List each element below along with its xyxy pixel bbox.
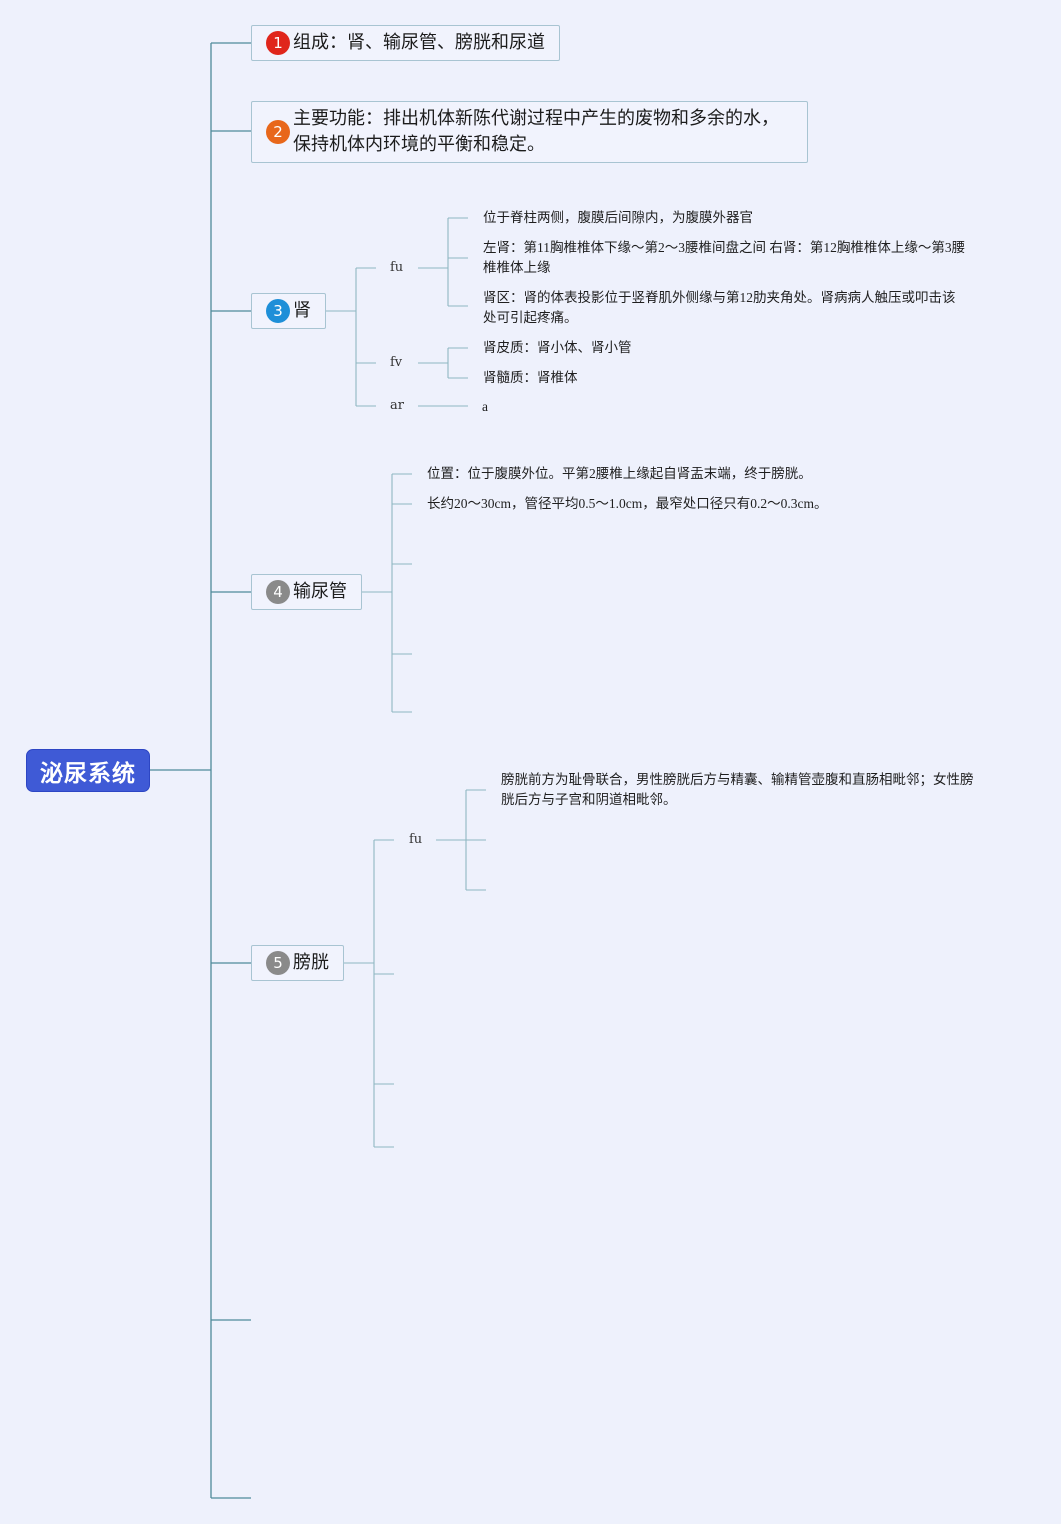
kidney-fu-item[interactable]: 左肾：第11胸椎椎体下缘～第2～3腰椎间盘之间 右肾：第12胸椎椎体上缘～第3腰… — [483, 238, 965, 278]
number-badge-1-icon: 1 — [266, 31, 290, 55]
number-badge-4-icon: 4 — [266, 580, 290, 604]
kidney-fu-item-line: 处可引起疼痛。 — [483, 310, 578, 325]
kidney-fu-item[interactable]: 位于脊柱两侧，腹膜后间隙内，为腹膜外器官 — [483, 210, 753, 225]
topic-ureter-label: 输尿管 — [293, 581, 347, 602]
kidney-fv-item[interactable]: 肾皮质：肾小体、肾小管 — [483, 340, 632, 355]
ureter-item[interactable]: 长约20～30cm，管径平均0.5～1.0cm，最窄处口径只有0.2～0.3cm… — [427, 496, 828, 511]
topic-ureter[interactable]: 4 输尿管 — [251, 574, 362, 610]
topic-composition-label: 组成：肾、输尿管、膀胱和尿道 — [293, 32, 545, 53]
topic-kidney[interactable]: 3 肾 — [251, 293, 326, 329]
topic-function-line1: 主要功能：排出机体新陈代谢过程中产生的废物和多余的水， — [293, 108, 779, 129]
number-badge-5-icon: 5 — [266, 951, 290, 975]
topic-composition[interactable]: 1 组成：肾、输尿管、膀胱和尿道 — [251, 25, 560, 61]
topic-bladder-label: 膀胱 — [293, 952, 329, 973]
bladder-fu-item-line: 膀胱前方为耻骨联合，男性膀胱后方与精囊、输精管壶腹和直肠相毗邻；女性膀 — [501, 772, 974, 787]
number-badge-3-icon: 3 — [266, 299, 290, 323]
bladder-fu-item-line: 胱后方与子宫和阴道相毗邻。 — [501, 792, 677, 807]
kidney-subtopic-ar[interactable]: ar — [390, 398, 404, 413]
topic-kidney-label: 肾 — [293, 300, 311, 321]
root-label: 泌尿系统 — [40, 760, 136, 787]
kidney-subtopic-fu[interactable]: fu — [390, 260, 404, 275]
bladder-fu-item[interactable]: 膀胱前方为耻骨联合，男性膀胱后方与精囊、输精管壶腹和直肠相毗邻；女性膀 胱后方与… — [501, 770, 974, 810]
bladder-subtopic-fu[interactable]: fu — [409, 832, 423, 847]
kidney-fu-item[interactable]: 肾区：肾的体表投影位于竖脊肌外侧缘与第12肋夹角处。肾病病人触压或叩击该 处可引… — [483, 288, 956, 328]
kidney-fu-item-line: 左肾：第11胸椎椎体下缘～第2～3腰椎间盘之间 右肾：第12胸椎椎体上缘～第3腰 — [483, 240, 966, 255]
topic-function-line2: 保持机体内环境的平衡和稳定。 — [293, 134, 545, 155]
kidney-fu-item-line: 肾区：肾的体表投影位于竖脊肌外侧缘与第12肋夹角处。肾病病人触压或叩击该 — [483, 290, 956, 305]
kidney-fv-item[interactable]: 肾髓质：肾椎体 — [483, 370, 578, 385]
kidney-fu-item-line: 椎椎体上缘 — [483, 260, 551, 275]
topic-function-label: 主要功能：排出机体新陈代谢过程中产生的废物和多余的水， 保持机体内环境的平衡和稳… — [293, 106, 779, 158]
root-topic[interactable]: 泌尿系统 — [26, 749, 150, 792]
topic-bladder[interactable]: 5 膀胱 — [251, 945, 344, 981]
kidney-subtopic-fv[interactable]: fv — [390, 355, 403, 370]
number-badge-2-icon: 2 — [266, 120, 290, 144]
kidney-ar-item[interactable]: a — [482, 399, 488, 414]
topic-function[interactable]: 2 主要功能：排出机体新陈代谢过程中产生的废物和多余的水， 保持机体内环境的平衡… — [251, 101, 808, 163]
ureter-item[interactable]: 位置：位于腹膜外位。平第2腰椎上缘起自肾盂末端，终于膀胱。 — [427, 466, 812, 481]
